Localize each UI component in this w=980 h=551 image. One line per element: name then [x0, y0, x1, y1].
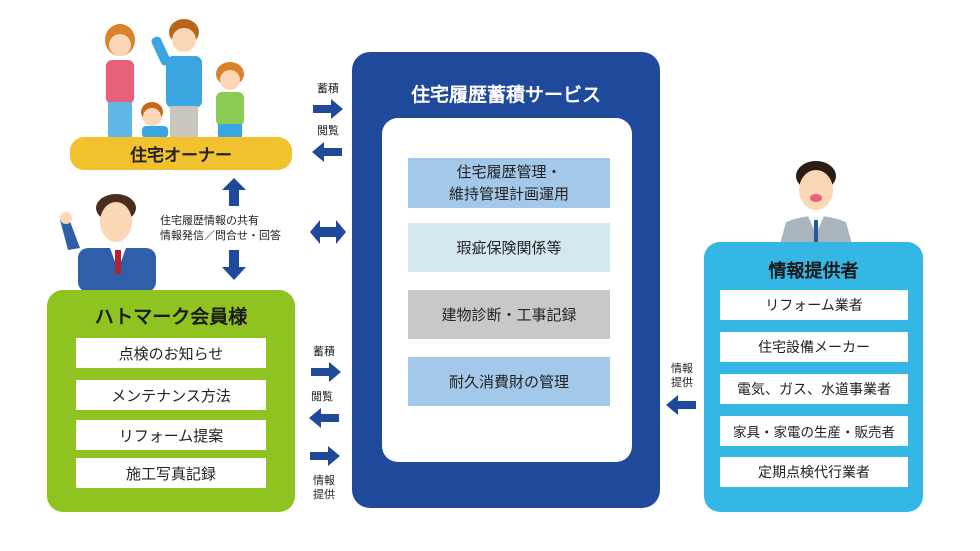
service-box-line1: 住宅履歴管理・	[456, 163, 562, 181]
member-title: ハトマーク会員様	[94, 306, 248, 328]
arrow-left-icon	[309, 408, 339, 428]
shared-info-line2: 情報発信／問合せ・回答	[160, 229, 281, 242]
arrow-left-icon	[666, 395, 696, 415]
service-box-building-diagnosis: 建物診断・工事記録	[408, 290, 610, 339]
service-box-line1: 瑕疵保険関係等	[456, 238, 562, 257]
owner-store-label: 蓄積	[317, 82, 339, 95]
service-box-durable-goods: 耐久消費財の管理	[408, 357, 610, 406]
mother-figure	[105, 24, 135, 138]
member-item: リフォーム提案	[76, 420, 266, 450]
father-figure	[151, 19, 202, 138]
member-item: 施工写真記録	[76, 458, 266, 488]
owner-view-label: 閲覧	[317, 124, 339, 137]
arrow-left-icon	[312, 142, 342, 162]
staff-illustration	[780, 161, 852, 244]
service-box-warranty-insurance: 瑕疵保険関係等	[408, 223, 610, 272]
family-illustration	[105, 19, 244, 138]
member-view-label: 閲覧	[311, 390, 333, 403]
provider-title: 情報提供者	[768, 261, 859, 282]
businessman-illustration	[60, 194, 156, 292]
arrow-right-icon	[310, 446, 340, 466]
service-title: 住宅履歴蓄積サービス	[410, 84, 601, 106]
provider-item: リフォーム業者	[720, 290, 908, 320]
provider-item: 電気、ガス、水道事業者	[720, 374, 908, 404]
arrow-up-icon	[222, 178, 246, 206]
provider-item: 住宅設備メーカー	[720, 332, 908, 362]
arrow-right-icon	[311, 362, 341, 382]
arrow-right-icon	[313, 99, 343, 119]
provider-provide-label-line1: 情報	[671, 362, 693, 375]
member-item: 点検のお知らせ	[76, 338, 266, 368]
member-item: メンテナンス方法	[76, 380, 266, 410]
arrow-down-icon	[222, 250, 246, 280]
shared-info-line1: 住宅履歴情報の共有	[160, 214, 259, 227]
boy-figure	[141, 102, 168, 138]
member-store-label: 蓄積	[313, 345, 335, 358]
provider-item: 定期点検代行業者	[720, 457, 908, 487]
service-box-line1: 建物診断・工事記録	[441, 305, 577, 324]
owner-label: 住宅オーナー	[70, 137, 292, 170]
girl-figure	[216, 62, 244, 138]
member-provide-label-line1: 情報	[313, 474, 335, 487]
provider-item: 家具・家電の生産・販売者	[720, 416, 908, 446]
service-box-line1: 耐久消費財の管理	[448, 372, 569, 391]
provider-provide-label-line2: 提供	[671, 376, 693, 389]
double-arrow-icon	[310, 220, 346, 244]
service-box-line2: 維持管理計画運用	[448, 185, 569, 203]
member-provide-label-line2: 提供	[313, 488, 335, 501]
service-box-history-management: 住宅履歴管理・ 維持管理計画運用	[408, 158, 610, 208]
